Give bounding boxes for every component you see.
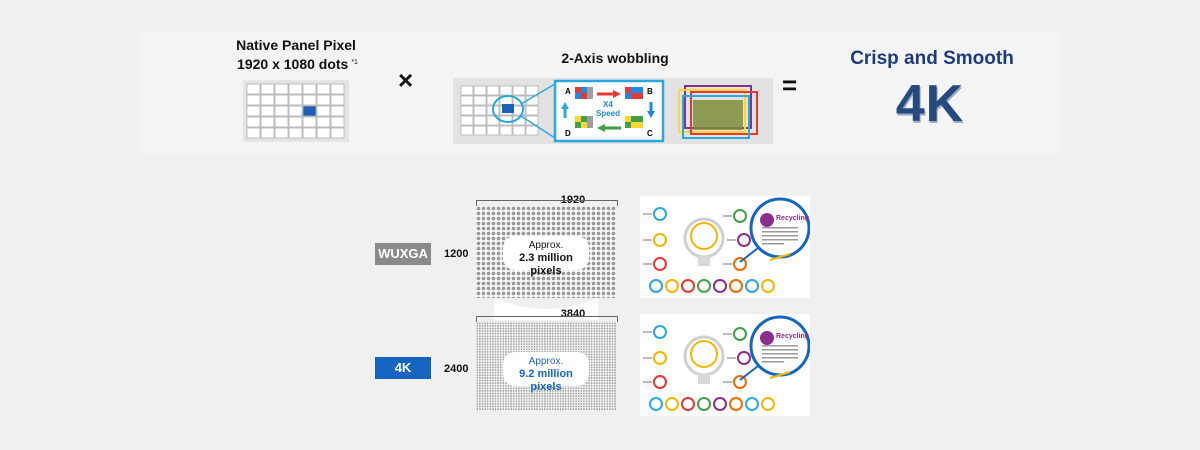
grid-connector-shape bbox=[494, 298, 598, 320]
result-4k-text: 4K bbox=[895, 75, 965, 133]
wuxga-sample-infographic: Recycling bbox=[640, 196, 811, 298]
native-panel-title: Native Panel Pixel 1920 x 1080 dots*1 bbox=[236, 37, 358, 72]
corner-a-label: A bbox=[565, 87, 571, 96]
corner-d-label: D bbox=[565, 129, 571, 138]
result-caption: Crisp and Smooth bbox=[850, 48, 1014, 69]
equals-operator: = bbox=[782, 70, 798, 100]
wuxga-height-label: 1200 bbox=[444, 248, 469, 260]
infographic-heading: Recycling bbox=[776, 215, 809, 222]
infographic-heading: Recycling bbox=[776, 333, 809, 340]
footnote-marker: *1 bbox=[351, 59, 358, 66]
wobbling-illustration: A B C D X4 Speed bbox=[453, 78, 773, 144]
times-operator: × bbox=[398, 65, 414, 95]
wuxga-width-dimension-line bbox=[476, 200, 618, 206]
corner-b-label: B bbox=[647, 87, 653, 96]
corner-c-label: C bbox=[647, 129, 653, 138]
4k-pixel-count-box: Approx. 9.2 million pixels bbox=[503, 352, 589, 393]
wuxga-pixel-count-box: Approx. 2.3 million pixels bbox=[503, 236, 589, 277]
4k-badge: 4K bbox=[375, 357, 431, 379]
speed-x4-label: X4 bbox=[603, 100, 613, 109]
4k-width-dimension-line bbox=[476, 316, 618, 322]
wuxga-badge: WUXGA bbox=[375, 243, 431, 265]
wobbling-title: 2-Axis wobbling bbox=[561, 50, 669, 66]
speed-label: Speed bbox=[596, 109, 620, 118]
4k-width-label: 3840 bbox=[560, 308, 586, 320]
4k-sample-infographic: Recycling bbox=[640, 314, 811, 416]
4k-height-label: 2400 bbox=[444, 363, 469, 375]
native-panel-grid-illustration bbox=[243, 80, 349, 142]
